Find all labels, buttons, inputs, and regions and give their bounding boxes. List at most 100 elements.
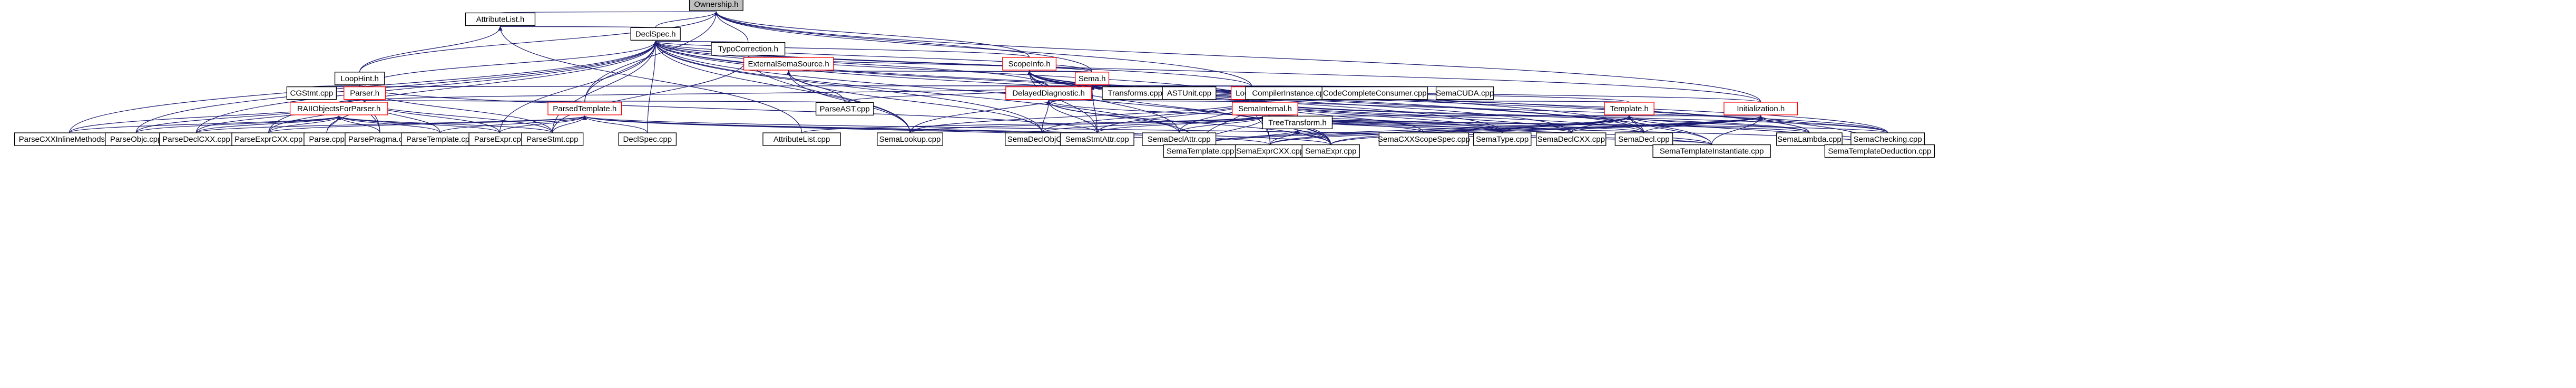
node-box-DelayedDiagnosticH[interactable] [1005, 86, 1092, 100]
node-ParserH[interactable]: Parser.h [344, 86, 386, 100]
node-box-SemaTemplateDeductionCpp[interactable] [1824, 144, 1935, 158]
node-LoopHintH[interactable]: LoopHint.h [334, 72, 385, 85]
node-box-ParsedTemplateH[interactable] [547, 102, 622, 115]
node-label-SemaTemplateCpp: SemaTemplate.cpp [1167, 147, 1234, 156]
node-CompilerInstanceCpp[interactable]: CompilerInstance.cpp [1245, 86, 1336, 100]
node-SemaInternalH[interactable]: SemaInternal.h [1232, 102, 1298, 115]
node-InitializationH[interactable]: Initialization.h [1723, 102, 1798, 115]
edge-InitializationH-to-SemaExprCpp [1330, 115, 1763, 146]
node-box-SemaTemplateCpp[interactable] [1163, 144, 1238, 158]
node-box-TypoCorrectionH[interactable] [711, 42, 786, 56]
node-box-SemaCUDACpp[interactable] [1435, 86, 1494, 100]
node-ParseExprCpp[interactable]: ParseExpr.cpp [468, 132, 531, 146]
node-label-SemaDeclCpp: SemaDecl.cpp [1618, 135, 1670, 144]
node-TransformsCpp[interactable]: Transforms.cpp [1102, 86, 1169, 100]
node-box-SemaLookupCpp[interactable] [877, 132, 943, 146]
node-ASTUnitCpp[interactable]: ASTUnit.cpp [1162, 86, 1217, 100]
node-box-TreeTransformH[interactable] [1262, 115, 1333, 129]
node-box-SemaCheckingCpp[interactable] [1850, 132, 1925, 146]
node-RAIIObjectsForParserH[interactable]: RAIIObjectsForParser.h [289, 102, 388, 115]
node-SemaTemplateDeductionCpp[interactable]: SemaTemplateDeduction.cpp [1824, 144, 1935, 158]
node-box-ParseObjcCpp[interactable] [105, 132, 168, 146]
node-ScopeInfoH[interactable]: ScopeInfo.h [1002, 57, 1057, 71]
node-SemaStmtAttrCpp[interactable]: SemaStmtAttr.cpp [1060, 132, 1134, 146]
node-SemaExprCpp[interactable]: SemaExpr.cpp [1301, 144, 1360, 158]
node-SemaDeclCpp[interactable]: SemaDecl.cpp [1614, 132, 1673, 146]
node-ParseCpp[interactable]: Parse.cpp [303, 132, 350, 146]
node-box-DeclSpecCpp[interactable] [618, 132, 677, 146]
node-box-AttributeListH[interactable] [465, 12, 536, 26]
edge-SemaH-to-ParserH [364, 83, 1093, 88]
node-box-SemaDeclCXXCpp[interactable] [1536, 132, 1607, 146]
node-box-ParseStmtCpp[interactable] [521, 132, 584, 146]
node-DelayedDiagnosticH[interactable]: DelayedDiagnostic.h [1005, 86, 1092, 100]
node-box-CodeCompleteConsumerCpp[interactable] [1321, 86, 1428, 100]
node-box-ParseCpp[interactable] [303, 132, 350, 146]
node-AttributeListH[interactable]: AttributeList.h [465, 12, 536, 26]
node-AttributeListCpp[interactable]: AttributeList.cpp [762, 132, 841, 146]
node-SemaCXXScopeSpecCpp[interactable]: SemaCXXScopeSpec.cpp [1378, 132, 1470, 146]
node-box-SemaTypeCpp[interactable] [1473, 132, 1532, 146]
edge-RAIIObjectsForParserH-to-ParseDeclCXXCpp [195, 115, 341, 133]
node-ParsedTemplateH[interactable]: ParsedTemplate.h [547, 102, 622, 115]
node-TypoCorrectionH[interactable]: TypoCorrection.h [711, 42, 786, 56]
node-OwnershipH[interactable]: Ownership.h [689, 0, 743, 11]
node-TemplateH[interactable]: Template.h [1604, 102, 1654, 115]
node-ParseObjcCpp[interactable]: ParseObjc.cpp [105, 132, 168, 146]
node-box-CGStmtCpp[interactable] [286, 86, 337, 100]
node-box-DeclSpecH[interactable] [630, 27, 681, 41]
node-box-ExternalSemaSourceH[interactable] [743, 57, 834, 71]
node-label-InitializationH: Initialization.h [1737, 104, 1785, 113]
node-box-AttributeListCpp[interactable] [762, 132, 841, 146]
node-box-SemaExprCXXCpp[interactable] [1235, 144, 1306, 158]
node-box-ScopeInfoH[interactable] [1002, 57, 1057, 71]
node-box-SemaInternalH[interactable] [1232, 102, 1298, 115]
node-box-SemaH[interactable] [1075, 72, 1110, 85]
node-SemaLambdaCpp[interactable]: SemaLambda.cpp [1776, 132, 1843, 146]
node-box-SemaTemplateInstantiateCpp[interactable] [1652, 144, 1771, 158]
node-ParseExprCXXCpp[interactable]: ParseExprCXX.cpp [231, 132, 306, 146]
node-box-TransformsCpp[interactable] [1102, 86, 1169, 100]
node-SemaH[interactable]: Sema.h [1075, 72, 1110, 85]
node-box-ParserH[interactable] [344, 86, 386, 100]
node-box-ParseExprCpp[interactable] [468, 132, 531, 146]
edge-InitializationH-to-SemaDeclCXXCpp [1571, 115, 1763, 133]
node-box-ParseDeclCXXCpp[interactable] [159, 132, 233, 146]
node-SemaDeclCXXCpp[interactable]: SemaDeclCXX.cpp [1536, 132, 1607, 146]
node-box-TemplateH[interactable] [1604, 102, 1654, 115]
node-DeclSpecCpp[interactable]: DeclSpec.cpp [618, 132, 677, 146]
node-ParseStmtCpp[interactable]: ParseStmt.cpp [521, 132, 584, 146]
node-SemaTemplateCpp[interactable]: SemaTemplate.cpp [1163, 144, 1238, 158]
node-ExternalSemaSourceH[interactable]: ExternalSemaSource.h [743, 57, 834, 71]
node-box-SemaLambdaCpp[interactable] [1776, 132, 1843, 146]
node-TreeTransformH[interactable]: TreeTransform.h [1262, 115, 1333, 129]
edge-RAIIObjectsForParserH-to-ParseStmtCpp [337, 115, 553, 133]
node-label-DelayedDiagnosticH: DelayedDiagnostic.h [1012, 89, 1085, 98]
node-SemaExprCXXCpp[interactable]: SemaExprCXX.cpp [1235, 144, 1306, 158]
node-box-LoopHintH[interactable] [334, 72, 385, 85]
node-box-InitializationH[interactable] [1723, 102, 1798, 115]
node-CodeCompleteConsumerCpp[interactable]: CodeCompleteConsumer.cpp [1321, 86, 1428, 100]
node-box-SemaDeclCpp[interactable] [1614, 132, 1673, 146]
node-SemaDeclAttrCpp[interactable]: SemaDeclAttr.cpp [1142, 132, 1217, 146]
node-DeclSpecH[interactable]: DeclSpec.h [630, 27, 681, 41]
node-box-RAIIObjectsForParserH[interactable] [289, 102, 388, 115]
node-box-ParseASTCpp[interactable] [815, 102, 874, 116]
node-ParseDeclCXXCpp[interactable]: ParseDeclCXX.cpp [159, 132, 233, 146]
node-box-ASTUnitCpp[interactable] [1162, 86, 1217, 100]
node-SemaCheckingCpp[interactable]: SemaChecking.cpp [1850, 132, 1925, 146]
node-box-SemaCXXScopeSpecCpp[interactable] [1378, 132, 1470, 146]
node-SemaTypeCpp[interactable]: SemaType.cpp [1473, 132, 1532, 146]
node-box-SemaExprCpp[interactable] [1301, 144, 1360, 158]
node-CGStmtCpp[interactable]: CGStmt.cpp [286, 86, 337, 100]
node-SemaLookupCpp[interactable]: SemaLookup.cpp [877, 132, 943, 146]
edge-ScopeInfoH-to-SemaStmtAttrCpp [1027, 71, 1098, 133]
node-SemaTemplateInstantiateCpp[interactable]: SemaTemplateInstantiate.cpp [1652, 144, 1771, 158]
node-ParseTemplateCpp[interactable]: ParseTemplate.cpp [400, 132, 479, 146]
node-box-OwnershipH[interactable] [689, 0, 743, 11]
node-box-SemaStmtAttrCpp[interactable] [1060, 132, 1134, 146]
node-SemaCUDACpp[interactable]: SemaCUDA.cpp [1435, 86, 1494, 100]
node-ParseASTCpp[interactable]: ParseAST.cpp [815, 102, 874, 116]
node-label-ExternalSemaSourceH: ExternalSemaSource.h [748, 60, 829, 69]
node-label-SemaTemplateDeductionCpp: SemaTemplateDeduction.cpp [1828, 147, 1931, 156]
